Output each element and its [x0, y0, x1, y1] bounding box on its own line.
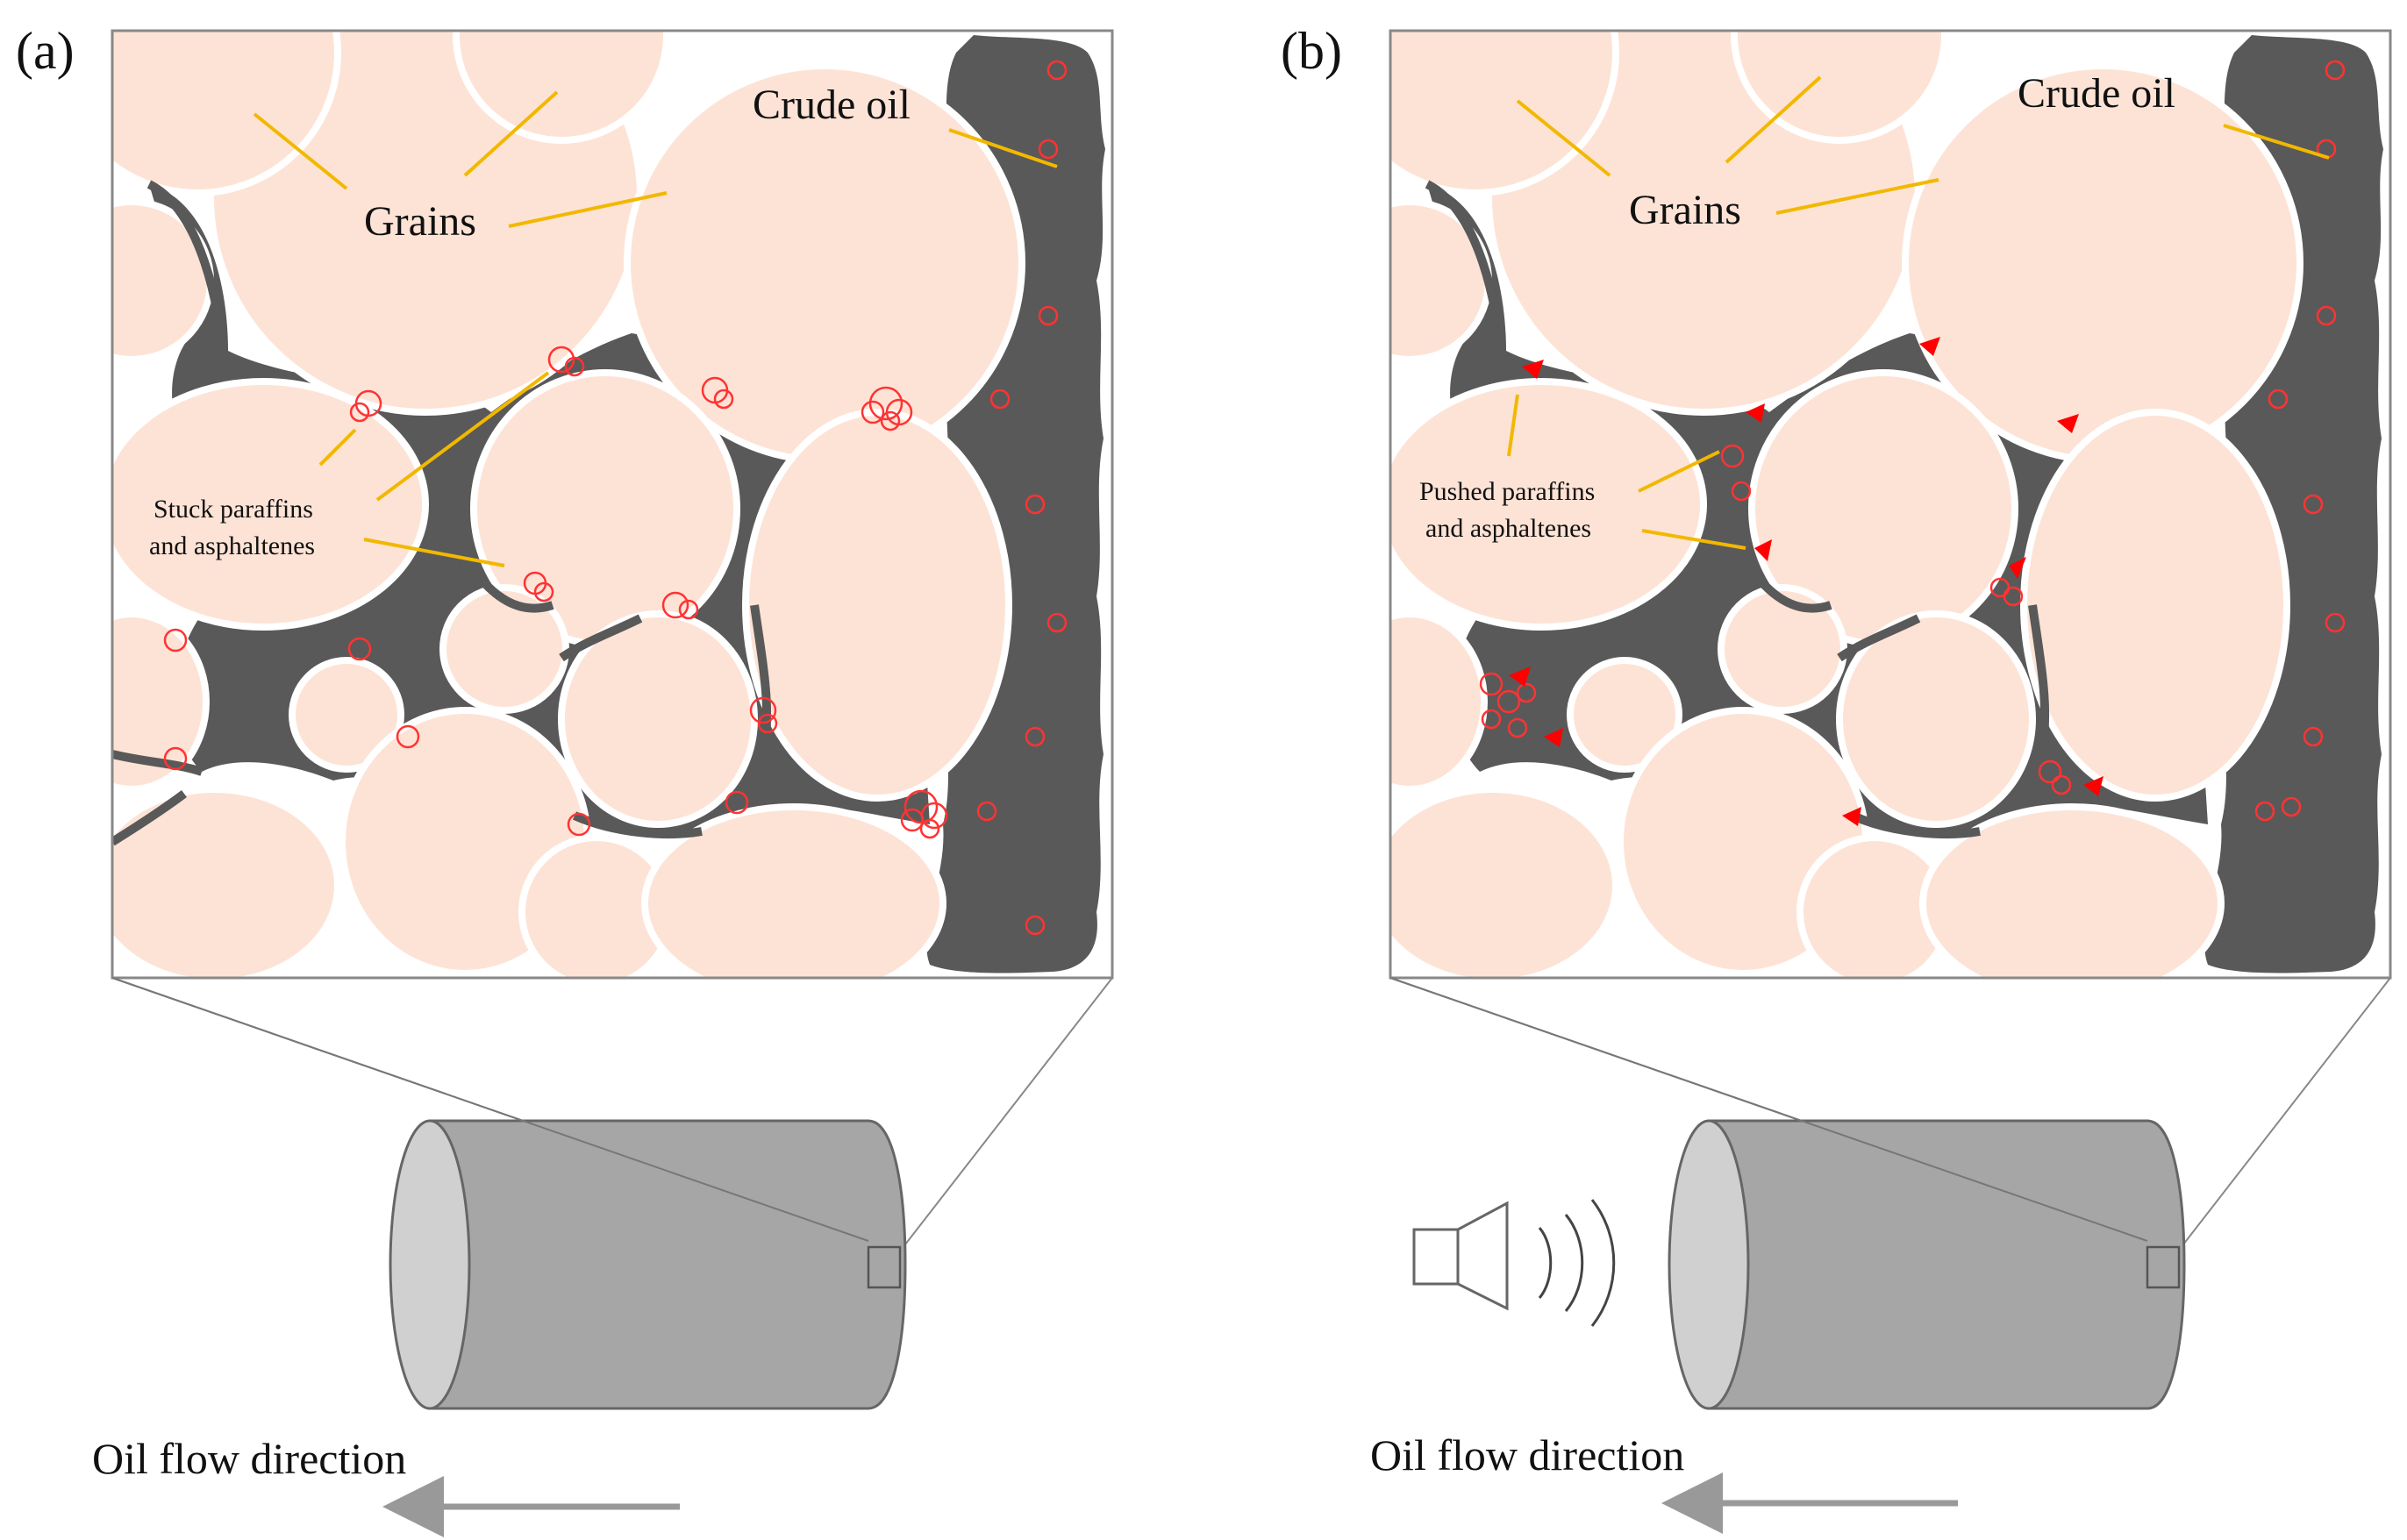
ultrasound-source — [1412, 1199, 1616, 1327]
grains-b — [1390, 31, 2303, 978]
stuck-particles — [163, 60, 1068, 936]
pushed-particles — [1479, 60, 2346, 822]
sample-window-a — [867, 1245, 902, 1289]
core-cylinder-a — [111, 977, 907, 1410]
panel-a-pore-view — [111, 29, 1114, 980]
panel-b-label: (b) — [1281, 22, 1342, 80]
oil-films-b — [1425, 180, 2050, 838]
particle-label-line1-b: Pushed paraffins — [1419, 477, 1595, 506]
sample-window-b — [2146, 1245, 2181, 1289]
sound-wave-icon — [1538, 1199, 1616, 1327]
panel-a-label: (a) — [16, 22, 75, 80]
panel-b-frame — [1389, 29, 2392, 980]
grains-label-b: Grains — [1629, 187, 1741, 233]
panel-b: (b) — [1281, 22, 2392, 1534]
flow-direction-label-a: Oil flow direction — [92, 1434, 406, 1483]
grains-label: Grains — [364, 198, 476, 245]
speaker-icon — [1412, 1201, 1509, 1311]
flow-direction-label-b: Oil flow direction — [1370, 1430, 1684, 1479]
panel-a: (a) — [16, 22, 1114, 1537]
panel-a-leader-lines — [253, 90, 1058, 567]
crude-oil-label: Crude oil — [753, 82, 911, 128]
particle-label-line1: Stuck paraffins — [154, 495, 313, 524]
panel-a-frame — [111, 29, 1114, 980]
particle-label-line2-b: and asphaltenes — [1425, 514, 1591, 543]
panel-b-leader-lines — [1507, 75, 2330, 550]
grains — [112, 31, 1025, 978]
crude-oil-label-b: Crude oil — [2018, 70, 2175, 117]
push-arrows — [1509, 337, 2103, 826]
particle-label-line2: and asphaltenes — [149, 531, 315, 560]
core-cylinder-b — [1389, 977, 2186, 1410]
oil-films — [112, 180, 772, 846]
